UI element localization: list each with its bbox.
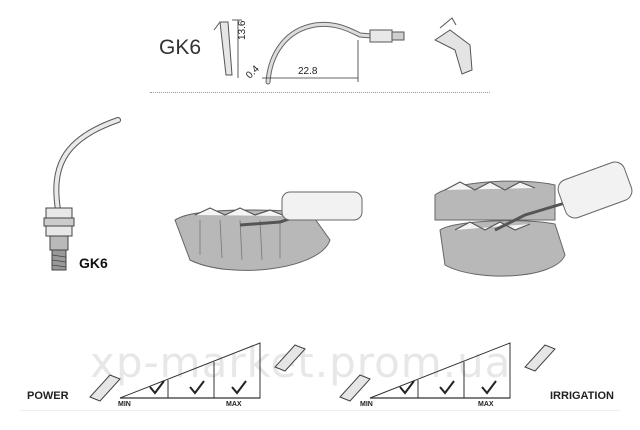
divider [150,92,490,93]
irrigation-min: MIN [360,401,373,408]
model-title: GK6 [159,36,202,59]
lower-jaw-illustration [174,191,363,271]
irrigation-label: IRRIGATION [550,390,614,402]
irrigation-max: MAX [478,401,494,408]
upper-lower-jaw-illustration [434,161,633,277]
power-min: MIN [118,401,131,408]
tip-illustration [43,117,121,271]
power-label: POWER [27,390,69,402]
irrigation-scale [339,342,556,402]
tip-dimension-drawing [213,17,473,85]
watermark: xp-market.prom.ua [90,338,512,387]
bottom-rule [20,410,620,411]
tip-model-label: GK6 [79,255,108,271]
dimension-height: 13.6 [237,20,248,40]
power-max: MAX [226,401,242,408]
dimension-length: 22.8 [298,66,318,77]
power-scale [89,342,306,402]
